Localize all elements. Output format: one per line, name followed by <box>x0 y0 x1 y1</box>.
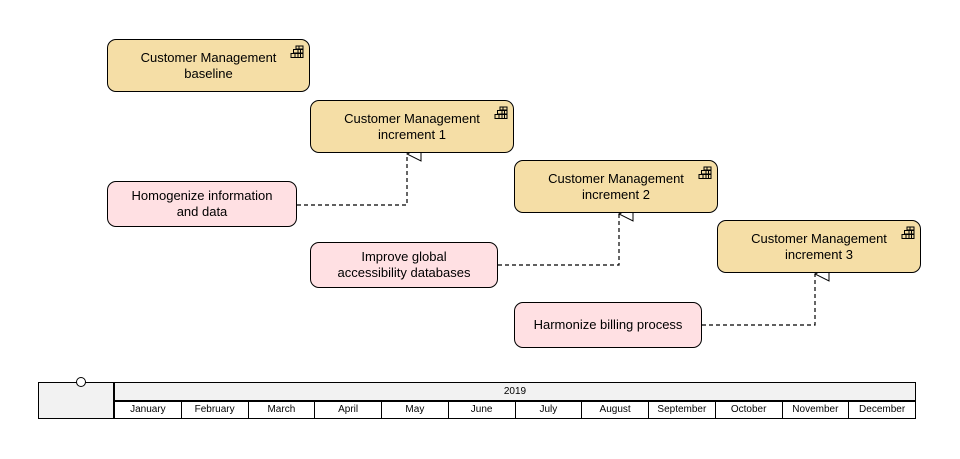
timeline-month: May <box>382 401 449 419</box>
work-package-label: Improve global accessibility databases <box>337 249 471 280</box>
work-package-billing[interactable]: Harmonize billing process <box>514 302 702 348</box>
work-package-label: Harmonize billing process <box>533 317 683 332</box>
plateau-icon <box>698 166 712 179</box>
plateau-increment-2[interactable]: Customer Management increment 2 <box>514 160 718 213</box>
plateau-label: Customer Management increment 3 <box>751 230 887 262</box>
timeline-months: January February March April May June Ju… <box>114 401 916 419</box>
plateau-label: Customer Management baseline <box>140 49 277 81</box>
work-package-accessibility[interactable]: Improve global accessibility databases <box>310 242 498 288</box>
work-package-label: Homogenize information and data <box>131 188 273 219</box>
plateau-baseline[interactable]: Customer Management baseline <box>107 39 310 92</box>
plateau-increment-1[interactable]: Customer Management increment 1 <box>310 100 514 153</box>
plateau-increment-3[interactable]: Customer Management increment 3 <box>717 220 921 273</box>
plateau-icon <box>290 45 304 58</box>
timeline-month: June <box>448 401 516 419</box>
timeline-month: September <box>649 401 716 419</box>
timeline-month: April <box>315 401 382 419</box>
timeline-month: February <box>181 401 249 419</box>
timeline-month: January <box>114 401 182 419</box>
timeline-year: 2019 <box>114 382 916 401</box>
plateau-icon <box>494 106 508 119</box>
plateau-label: Customer Management increment 1 <box>344 110 480 142</box>
work-package-homogenize[interactable]: Homogenize information and data <box>107 181 297 227</box>
realization-connector-billing[interactable] <box>702 274 815 326</box>
realization-connector-homogenize[interactable] <box>297 154 407 206</box>
timeline-anchor-dot[interactable] <box>76 377 86 387</box>
plateau-icon <box>901 226 915 239</box>
timeline-month: October <box>715 401 783 419</box>
timeline-month: July <box>515 401 583 419</box>
timeline-month: December <box>849 401 916 419</box>
plateau-label: Customer Management increment 2 <box>548 170 684 202</box>
timeline-month: August <box>582 401 649 419</box>
timeline-month: November <box>782 401 850 419</box>
timeline-handle[interactable] <box>38 382 114 419</box>
realization-connector-accessibility[interactable] <box>498 214 619 266</box>
timeline-month: March <box>248 401 316 419</box>
